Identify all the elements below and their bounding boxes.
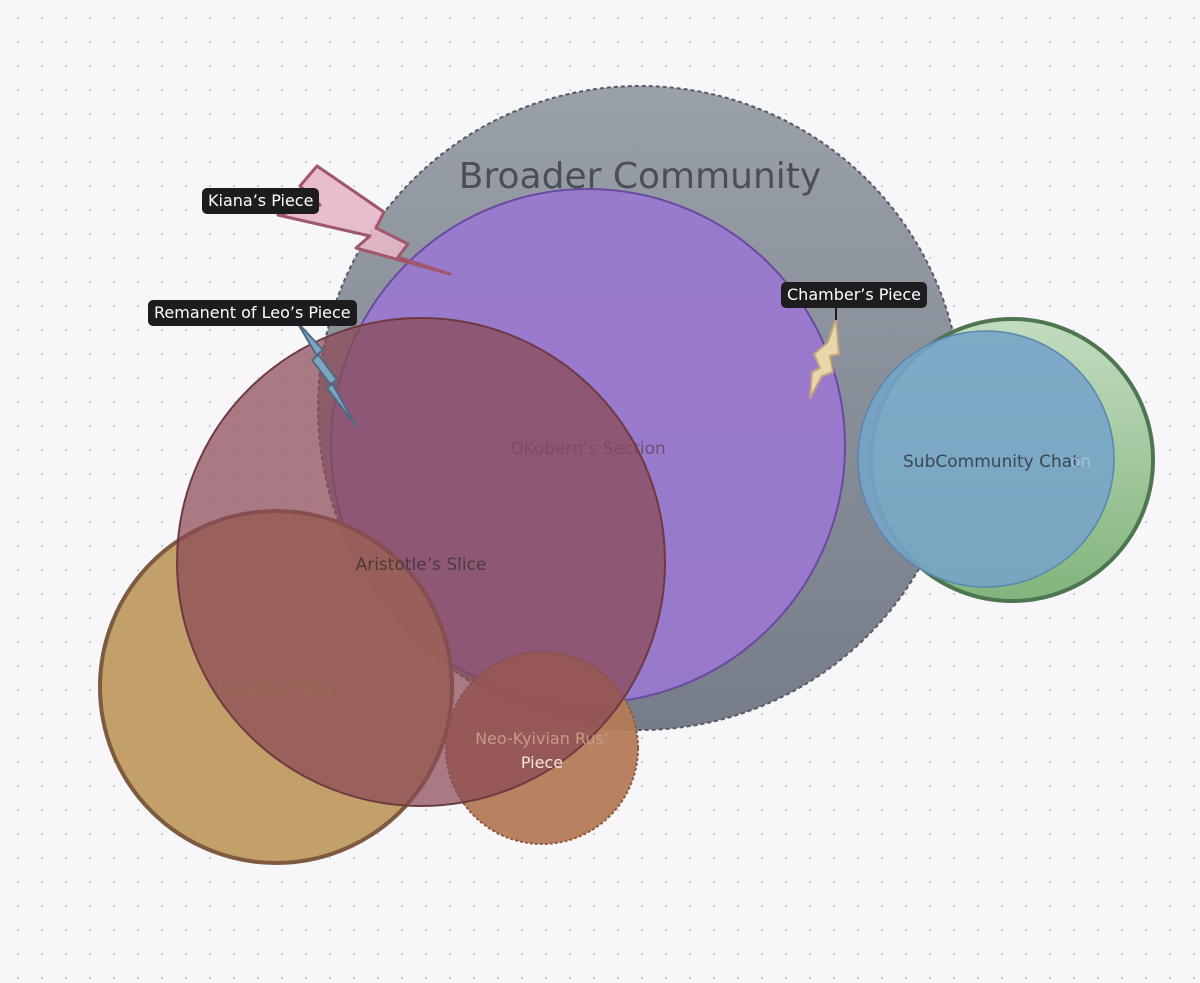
broader-community-label: Broader Community	[459, 156, 821, 197]
subcommunity-chat-label-suffix: on	[1070, 452, 1091, 472]
subcommunity-chat-circle[interactable]	[857, 330, 1115, 588]
neo-kyivian-piece-label-line2: Piece	[521, 753, 563, 772]
neo-kyivian-piece-label-line1: Neo-Kyivian Rus’	[475, 729, 609, 748]
lunatics-piece-label: Lunatics’ Piece	[217, 679, 336, 698]
leo-lightning-icon[interactable]	[296, 321, 357, 427]
chamber-callout[interactable]: Chamber’s Piece	[781, 282, 928, 308]
subcommunity-chat-label: SubCommunity Chat	[903, 452, 1079, 472]
kiana-callout[interactable]: Kiana’s Piece	[202, 188, 320, 214]
leo-callout[interactable]: Remanent of Leo’s Piece	[148, 300, 357, 326]
aristotle-slice-label: Aristotle’s Slice	[356, 555, 487, 575]
chamber-lightning-icon[interactable]	[809, 317, 840, 399]
aristotle-slice-circle[interactable]	[176, 317, 666, 807]
